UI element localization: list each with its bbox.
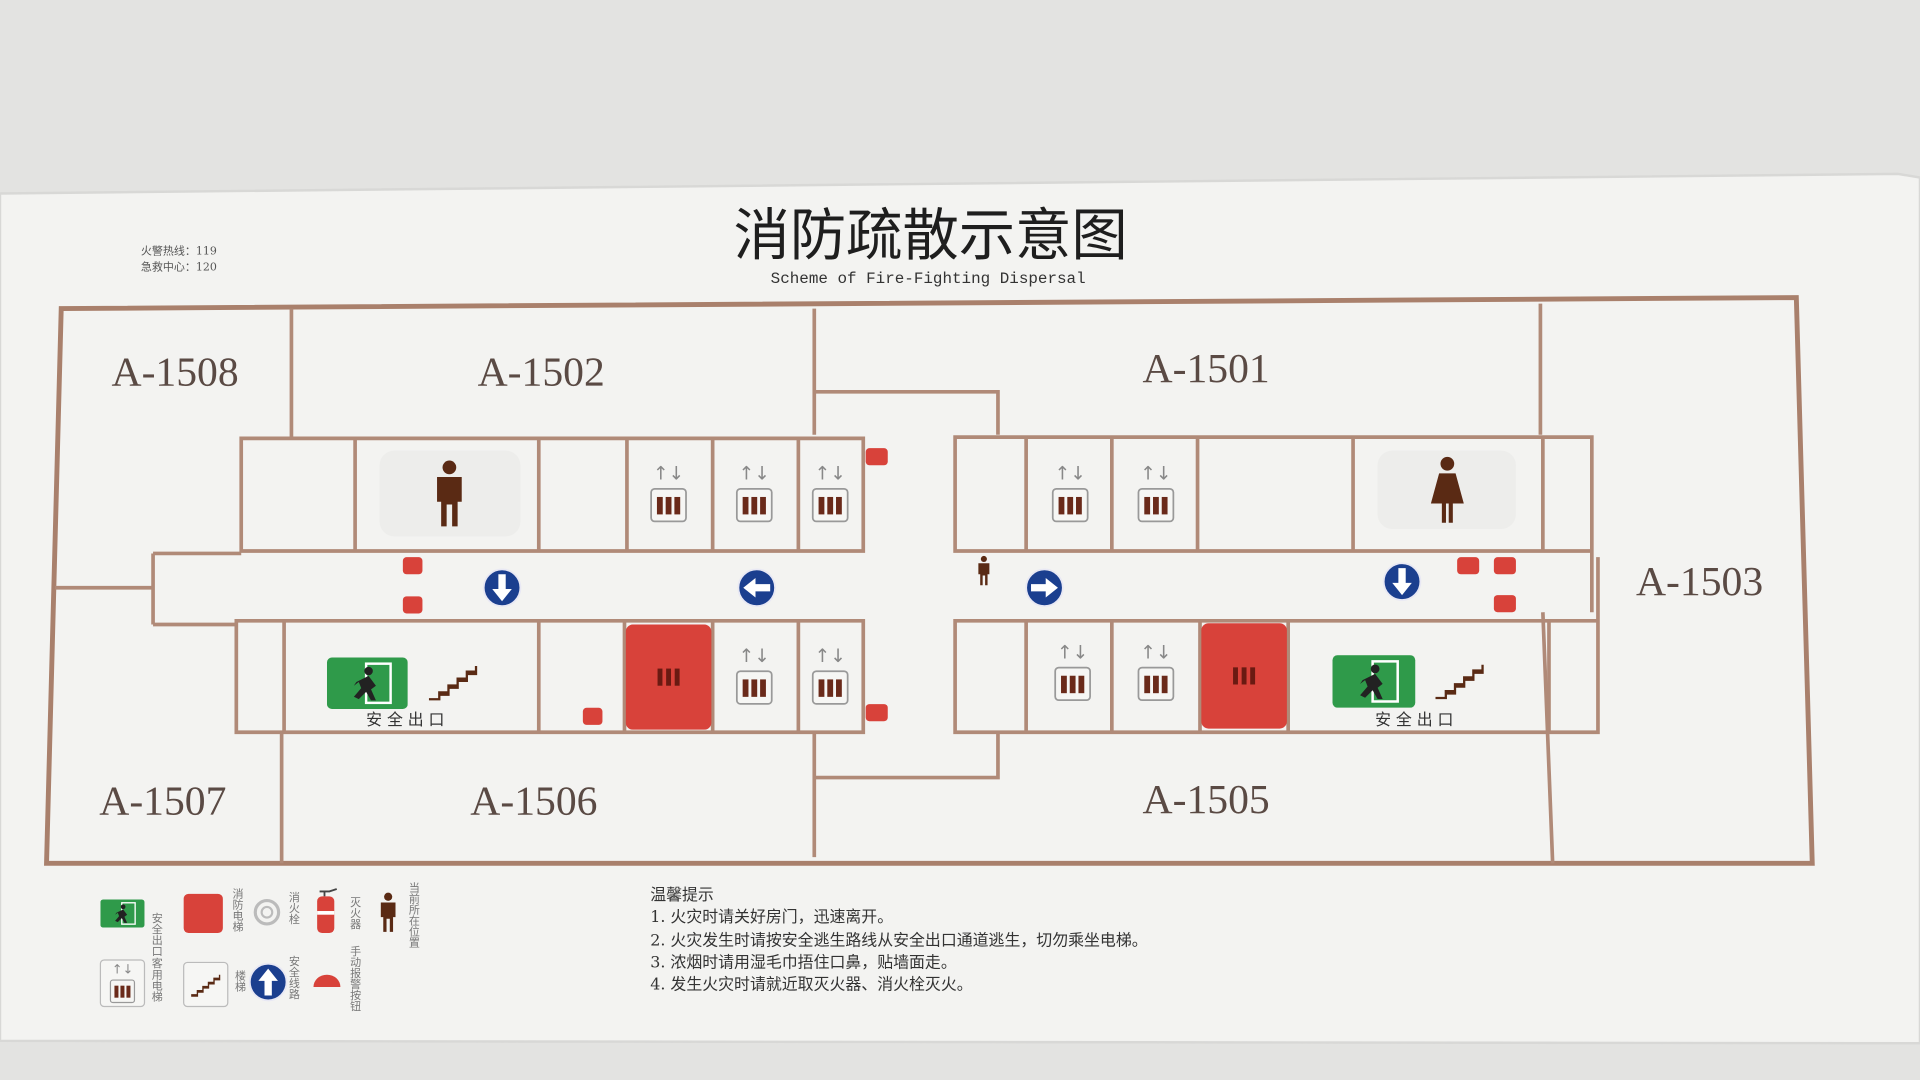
legend-label: 灭火器 — [349, 896, 362, 930]
elevator-icon — [1053, 640, 1092, 702]
note-item: 2. 火灾发生时请按安全逃生路线从安全出口通道逃生，切勿乘坐电梯。 — [650, 930, 1147, 949]
legend-label: 安全线路 — [287, 954, 300, 1000]
exit-label: 安全出口 — [366, 710, 449, 729]
arrow-left-icon — [737, 568, 777, 608]
room-label: A-1503 — [1636, 559, 1763, 605]
safe-exit-icon — [326, 657, 408, 709]
note-item: 3. 浓烟时请用湿毛巾捂住口鼻，贴墙面走。 — [650, 952, 957, 971]
elevator-icon — [649, 462, 688, 523]
legend-label: 安全出口 — [150, 911, 163, 956]
legend-fire-elevator-icon — [183, 893, 223, 934]
notes-heading: 温馨提示 — [650, 885, 714, 904]
fire-hotline: 火警热线：119 — [141, 244, 217, 258]
elevator-icon — [1051, 462, 1089, 523]
fire-elevator-icon — [1201, 623, 1287, 729]
sign-title: 消防疏散示意图 — [734, 204, 1128, 269]
floor-plan — [44, 295, 1815, 866]
fire-elevator-icon — [625, 624, 712, 730]
room-label: A-1506 — [470, 778, 597, 824]
arrow-right-icon — [1025, 568, 1064, 608]
elevator-icon — [1137, 640, 1175, 702]
elevator-icon — [735, 462, 774, 523]
room-label: A-1505 — [1143, 777, 1270, 823]
legend-label: 消防电梯 — [231, 886, 244, 932]
room-label: A-1507 — [99, 778, 226, 824]
note-item: 4. 发生火灾时请就近取灭火器、消火栓灭火。 — [650, 974, 972, 993]
legend-label: 当前所在位置 — [407, 880, 420, 947]
sign-board — [0, 172, 1920, 1045]
sign-subtitle: Scheme of Fire-Fighting Dispersal — [771, 270, 1086, 288]
elevator-icon — [735, 644, 774, 706]
legend-label: 客用电梯 — [150, 956, 163, 1002]
legend-label: 手动报警按钮 — [349, 944, 362, 1012]
legend-elevator-icon — [109, 962, 136, 1004]
room-label: A-1508 — [112, 350, 239, 396]
room-label: A-1502 — [478, 350, 605, 396]
elevator-icon — [1137, 462, 1175, 523]
legend-safe-exit-icon — [100, 898, 145, 929]
legend-label: 消火栓 — [287, 890, 300, 925]
hydrant-markers — [402, 448, 1516, 725]
legend-manual-alarm-icon — [313, 974, 341, 987]
elevator-icon — [811, 644, 849, 706]
legend: 安全出口 消防电梯 消火栓 灭火器 当前所在位置 客用电梯 楼梯 安全线路 手动… — [99, 880, 420, 1012]
arrow-down-icon — [482, 568, 522, 608]
emergency-hotline: 急救中心：120 — [141, 260, 217, 274]
room-label: A-1501 — [1143, 346, 1270, 392]
note-item: 1. 火灾时请关好房门，迅速离开。 — [650, 907, 893, 926]
safety-notes: 温馨提示 1. 火灾时请关好房门，迅速离开。 2. 火灾发生时请按安全逃生路线从… — [650, 885, 1147, 993]
exit-label: 安全出口 — [1375, 710, 1458, 729]
arrow-down-icon — [1382, 562, 1422, 601]
legend-escape-route-icon — [248, 962, 288, 1002]
elevator-icon — [811, 462, 849, 523]
legend-label: 楼梯 — [234, 968, 247, 992]
safe-exit-icon — [1332, 655, 1416, 708]
